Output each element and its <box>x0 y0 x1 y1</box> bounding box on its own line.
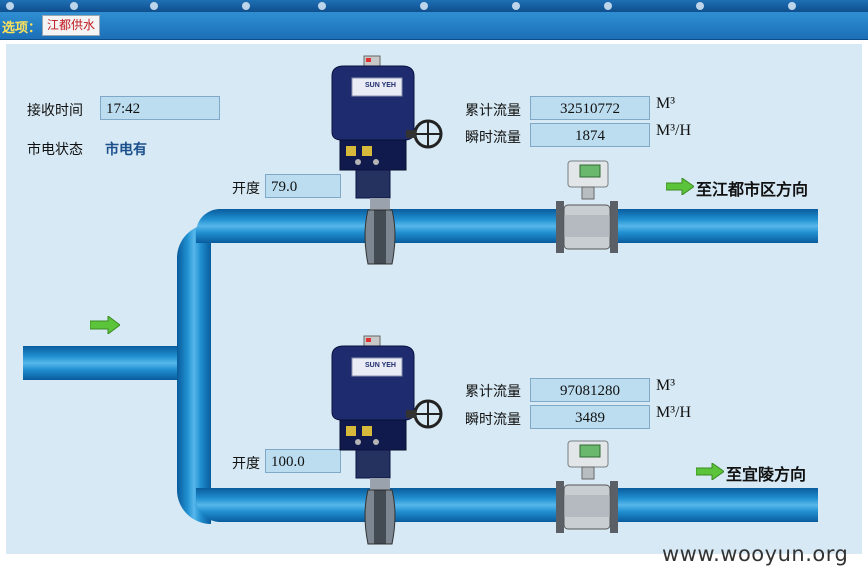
valve-actuator[interactable]: SUN YEH <box>328 334 448 549</box>
total-flow-label: 累计流量 <box>465 384 521 400</box>
total-flow-value: 32510772 <box>530 96 650 120</box>
toolbar-icon[interactable] <box>6 2 14 10</box>
direction-label: 至宜陵方向 <box>726 465 807 484</box>
receive-time-value: 17:42 <box>100 96 220 120</box>
toolbar-icon[interactable] <box>604 2 612 10</box>
lower-branch-pipe <box>196 488 818 522</box>
flow-meter[interactable] <box>554 159 620 255</box>
upper-branch-pipe <box>196 209 818 243</box>
toolbar-icon[interactable] <box>150 2 158 10</box>
toolbar-icon[interactable] <box>512 2 520 10</box>
total-flow-value: 97081280 <box>530 378 650 402</box>
power-status-value: 市电有 <box>105 142 147 158</box>
instant-flow-unit: M³/H <box>656 404 692 421</box>
total-flow-unit: M³ <box>656 377 676 394</box>
inlet-pipe <box>23 346 188 380</box>
valve-actuator[interactable]: SUN YEH <box>328 54 448 269</box>
toolbar-icon[interactable] <box>696 2 704 10</box>
watermark: www.wooyun.org <box>662 542 849 566</box>
direction-label: 至江都市区方向 <box>696 180 809 199</box>
total-flow-unit: M³ <box>656 95 676 112</box>
toolbar-icon[interactable] <box>318 2 326 10</box>
filter-bar: 选项： 江都供水 <box>0 12 868 40</box>
toolbar-icon[interactable] <box>242 2 250 10</box>
scada-panel: 接收时间 17:42 市电状态 市电有 开度 79.0 累计流量 3251077… <box>6 44 862 554</box>
total-flow-label: 累计流量 <box>465 103 521 119</box>
flow-arrow-icon <box>666 178 694 195</box>
opening-value: 100.0 <box>265 449 341 473</box>
toolbar-icon[interactable] <box>420 2 428 10</box>
riser-pipe <box>177 224 211 524</box>
filter-label: 选项： <box>2 21 42 36</box>
instant-flow-unit: M³/H <box>656 122 692 139</box>
actuator-brand-label: SUN YEH <box>365 82 396 89</box>
flow-arrow-icon <box>90 316 120 334</box>
receive-time-label: 接收时间 <box>27 103 83 119</box>
flow-meter[interactable] <box>554 439 620 535</box>
instant-flow-label: 瞬时流量 <box>465 412 521 428</box>
opening-label: 开度 <box>232 456 260 472</box>
opening-value: 79.0 <box>265 174 341 198</box>
top-toolbar <box>0 0 868 12</box>
flow-arrow-icon <box>696 463 724 480</box>
instant-flow-value: 1874 <box>530 123 650 147</box>
power-status-label: 市电状态 <box>27 142 83 158</box>
actuator-brand-label: SUN YEH <box>365 362 396 369</box>
station-selector[interactable]: 江都供水 <box>42 15 101 36</box>
instant-flow-value: 3489 <box>530 405 650 429</box>
toolbar-icon[interactable] <box>70 2 78 10</box>
toolbar-icon[interactable] <box>788 2 796 10</box>
opening-label: 开度 <box>232 181 260 197</box>
instant-flow-label: 瞬时流量 <box>465 130 521 146</box>
